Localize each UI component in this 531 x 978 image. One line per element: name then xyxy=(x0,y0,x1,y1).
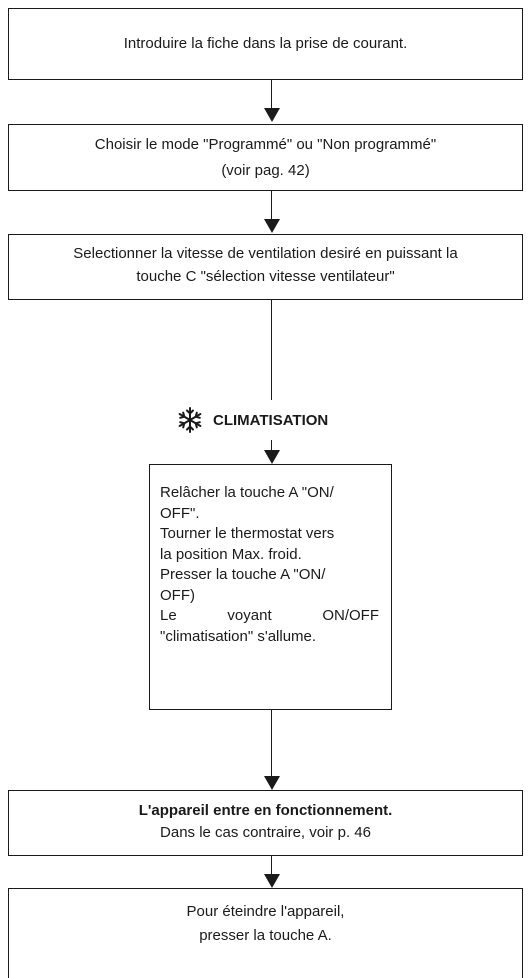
connector-line xyxy=(271,856,272,876)
climate-line: OFF". xyxy=(160,504,200,522)
step-running-bold: L'appareil entre en fonctionnement. xyxy=(138,802,393,819)
step-off-text-line2: presser la touche A. xyxy=(199,927,332,944)
connector-line xyxy=(271,710,272,778)
step-running-box: L'appareil entre en fonctionnement. Dans… xyxy=(8,790,523,856)
snowflake-icon xyxy=(178,407,202,433)
climate-line: "climatisation" s'allume. xyxy=(160,627,317,645)
climatisation-heading: CLIMATISATION xyxy=(176,402,328,438)
step-speed-text-line2: touche C "sélection vitesse ventilateur" xyxy=(136,268,395,285)
connector-line xyxy=(271,80,272,110)
climatisation-heading-label: CLIMATISATION xyxy=(213,411,329,429)
arrow-down-icon xyxy=(264,776,280,790)
step-speed-text-line1: Selectionner la vitesse de ventilation d… xyxy=(73,245,458,262)
arrow-down-icon xyxy=(264,108,280,122)
climate-line: Tourner le thermostat vers xyxy=(160,525,335,542)
arrow-down-icon xyxy=(264,450,280,464)
connector-line xyxy=(271,300,272,400)
step-plug-text: Introduire la fiche dans la prise de cou… xyxy=(123,35,408,52)
climate-line: OFF) xyxy=(160,586,195,604)
climate-line: Relâcher la touche A "ON/ xyxy=(160,484,334,501)
connector-line xyxy=(271,191,272,221)
climate-line: Presser la touche A "ON/ xyxy=(160,566,326,583)
step-speed-box: Selectionner la vitesse de ventilation d… xyxy=(8,234,523,300)
connector-line xyxy=(271,440,272,452)
climate-line: Le voyant ON/OFF xyxy=(160,607,379,624)
step-plug-box: Introduire la fiche dans la prise de cou… xyxy=(8,8,523,80)
arrow-down-icon xyxy=(264,874,280,888)
arrow-down-icon xyxy=(264,219,280,233)
step-climatisation-box: Relâcher la touche A "ON/ OFF". Tourner … xyxy=(149,464,392,710)
step-mode-box: Choisir le mode "Programmé" ou "Non prog… xyxy=(8,124,523,191)
step-off-box: Pour éteindre l'appareil, presser la tou… xyxy=(8,888,523,978)
step-running-note: Dans le cas contraire, voir p. 46 xyxy=(160,824,371,841)
step-mode-text-line1: Choisir le mode "Programmé" ou "Non prog… xyxy=(94,136,437,153)
step-mode-text-line2: (voir pag. 42) xyxy=(221,162,310,179)
climate-line: la position Max. froid. xyxy=(160,545,302,563)
step-off-text-line1: Pour éteindre l'appareil, xyxy=(186,903,345,920)
